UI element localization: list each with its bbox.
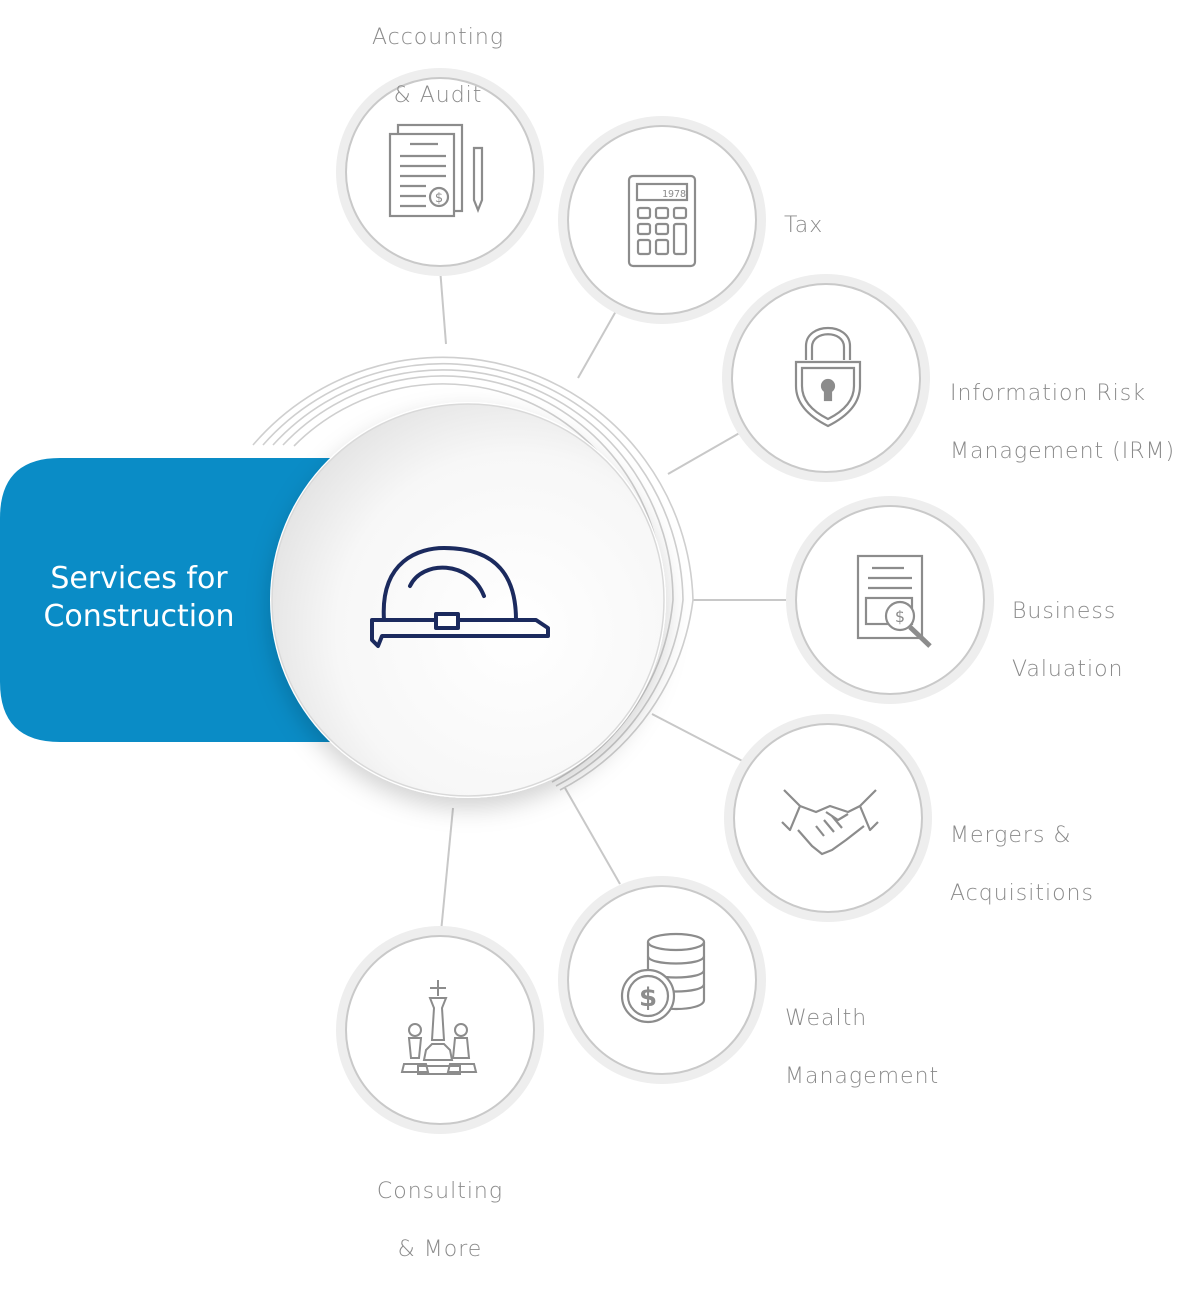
service-node-consulting-more[interactable] [336,926,544,1134]
hub-node[interactable] [270,402,666,798]
hub-title-line2: Construction [43,599,235,634]
chess-pieces-icon [400,980,478,1075]
label-tax: Tax [784,213,824,238]
svg-text:$: $ [639,983,657,1013]
hub-title: Services for Construction [0,560,278,636]
service-node-business-valuation[interactable]: $ [786,496,994,704]
documents-dollar-pencil-icon: $ [388,123,484,218]
label-wealth-management: Wealth Management [785,1006,940,1089]
label-consulting-more: Consulting & More [376,1179,504,1262]
connector-wealth [564,787,621,885]
label-mergers-acquisitions: Mergers & Acquisitions [950,823,1094,906]
hub-title-line1: Services for [50,561,228,596]
label-irm: Information Risk Management (IRM) [950,381,1176,464]
connector-lines [439,267,798,933]
svg-text:$: $ [895,607,905,626]
connector-accounting [439,267,447,345]
label-business-valuation: Business Valuation [1012,599,1124,682]
calculator-icon: 1978 [627,174,697,268]
connector-consulting [440,807,454,933]
coins-stack-dollar-icon: $ [620,932,706,1024]
service-node-wealth-management[interactable]: $ [558,876,766,1084]
service-node-tax[interactable]: 1978 [558,116,766,324]
connector-mergers [651,713,753,767]
document-magnifier-dollar-icon: $ [856,554,932,648]
service-node-accounting-audit[interactable]: $ [336,68,544,276]
services-diagram: $ 1978 [0,68,994,1134]
svg-text:$: $ [435,191,443,206]
hub-tab [0,458,345,742]
service-node-mergers-acquisitions[interactable] [724,714,932,922]
shield-lock-icon [794,326,862,428]
connector-tax [577,303,621,379]
connector-irm [667,426,751,475]
handshake-icon [781,789,879,856]
label-accounting-audit: Accounting & Audit [371,25,505,108]
service-node-irm[interactable] [722,274,930,482]
svg-text:1978: 1978 [662,189,686,200]
hard-hat-icon [370,546,550,648]
